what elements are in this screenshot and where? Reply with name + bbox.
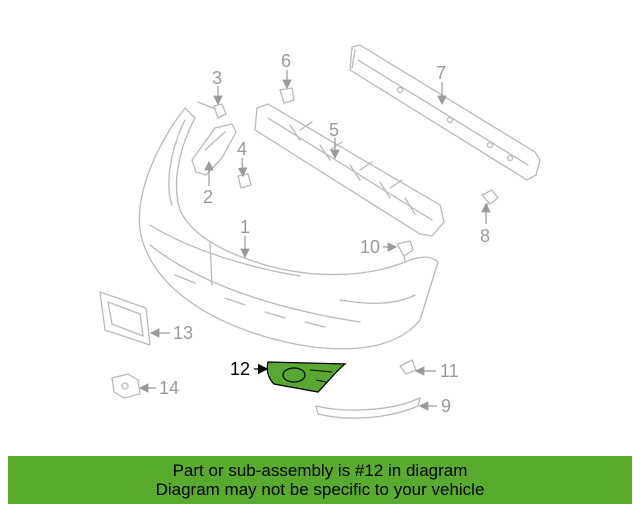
callout-6: 6 <box>281 51 291 71</box>
callout-14: 14 <box>159 378 179 398</box>
callout-10: 10 <box>360 237 380 257</box>
callout-2: 2 <box>203 187 213 207</box>
part-9-molding <box>315 397 421 419</box>
info-banner: Part or sub-assembly is #12 in diagram D… <box>8 456 632 504</box>
callout-8: 8 <box>480 226 490 246</box>
banner-line-1: Part or sub-assembly is #12 in diagram <box>172 461 468 480</box>
callout-4: 4 <box>237 139 247 159</box>
part-3-bolt <box>197 101 227 119</box>
callout-1: 1 <box>240 217 250 237</box>
part-12-fog-lamp-bezel[interactable] <box>266 361 347 393</box>
part-2-bracket <box>191 123 237 176</box>
callout-5: 5 <box>329 120 339 140</box>
part-5-energy-absorber <box>254 103 445 237</box>
callout-3: 3 <box>212 68 222 88</box>
part-1-bumper-cover <box>138 107 439 350</box>
callout-12: 12 <box>230 359 250 379</box>
callout-9: 9 <box>441 396 451 416</box>
part-4-nut <box>237 173 252 189</box>
part-10-retainer <box>396 240 414 263</box>
part-11-clip <box>399 359 417 375</box>
part-6-clip <box>279 87 295 104</box>
parts-diagram: 1 2 3 4 5 6 7 8 9 10 11 12 13 14 <box>99 44 541 419</box>
banner-line-2: Diagram may not be specific to your vehi… <box>155 480 485 499</box>
part-8-push-pin <box>481 189 499 213</box>
part-13-license-bracket <box>99 291 151 346</box>
callout-7: 7 <box>436 63 446 83</box>
part-14-bracket <box>111 373 141 399</box>
callout-13: 13 <box>173 323 193 343</box>
part-7-reinforcement-beam <box>349 44 541 181</box>
callout-11: 11 <box>440 361 459 381</box>
